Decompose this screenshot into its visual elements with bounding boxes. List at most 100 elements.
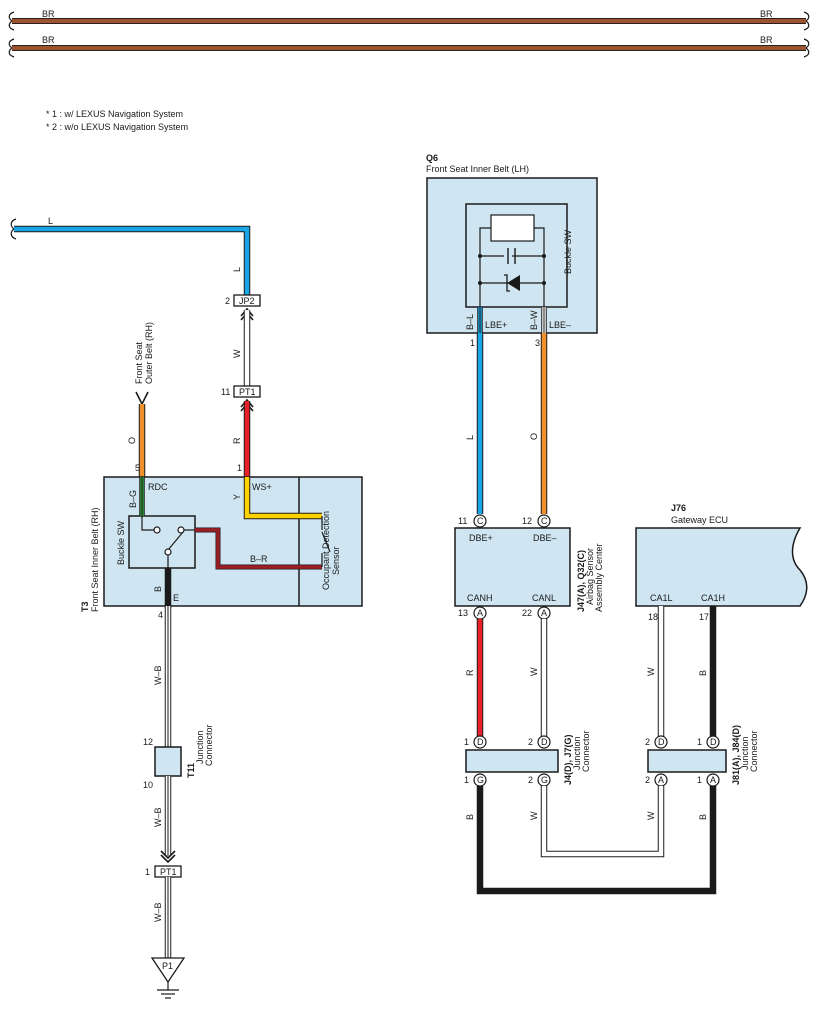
svg-text:DBE+: DBE+ — [469, 533, 493, 543]
svg-text:B–L: B–L — [465, 314, 475, 330]
connector-t11: 12 10 T11 Junction Connector — [143, 724, 214, 790]
wire-l-q6-airbag: L — [465, 333, 484, 514]
svg-text:CANL: CANL — [532, 593, 556, 603]
outer-belt-label: Front Seat — [134, 341, 144, 384]
connector-jp2: JP2 2 — [225, 294, 261, 321]
svg-text:R: R — [465, 669, 475, 676]
svg-text:1: 1 — [470, 338, 475, 348]
svg-text:W: W — [529, 667, 539, 676]
wire-w-loop: W W — [529, 786, 665, 858]
svg-text:Y: Y — [232, 494, 242, 500]
svg-text:J76: J76 — [671, 503, 686, 513]
svg-text:D: D — [658, 737, 665, 747]
svg-text:3: 3 — [535, 338, 540, 348]
connector-pt1-top: PT1 11 — [221, 385, 261, 412]
wire-wb-1: W–B — [153, 606, 172, 747]
svg-text:Gateway ECU: Gateway ECU — [671, 515, 728, 525]
svg-text:J4(D), J7(G): J4(D), J7(G) — [563, 734, 573, 785]
wire-color-label: BR — [42, 35, 55, 45]
svg-text:Assembly Center: Assembly Center — [594, 543, 604, 612]
wire-wb-2: W–B — [153, 776, 176, 864]
svg-text:1: 1 — [464, 737, 469, 747]
svg-text:W: W — [646, 811, 656, 820]
wire-r-canh: R — [465, 619, 484, 736]
svg-text:1: 1 — [464, 775, 469, 785]
svg-text:12: 12 — [522, 516, 532, 526]
connector-pt1-bottom: PT1 1 — [145, 865, 182, 878]
svg-text:B: B — [153, 586, 163, 592]
svg-text:W: W — [529, 811, 539, 820]
component-q6: Q6 Front Seat Inner Belt (LH) Buckle SW … — [426, 153, 598, 348]
svg-text:P1: P1 — [162, 961, 173, 971]
occ-label: Sensor — [331, 546, 341, 575]
svg-text:RDC: RDC — [148, 482, 168, 492]
svg-text:B: B — [698, 670, 708, 676]
svg-text:2: 2 — [528, 737, 533, 747]
svg-text:W–B: W–B — [153, 665, 163, 685]
svg-text:2: 2 — [225, 296, 230, 306]
svg-text:2: 2 — [645, 775, 650, 785]
wire-color-label: W — [232, 349, 242, 358]
connector-j81-j84: D D 2 1 A A 2 1 J81(A), J84(D) Junction … — [645, 725, 759, 787]
svg-text:11: 11 — [221, 387, 230, 397]
svg-text:C: C — [541, 516, 548, 526]
svg-text:D: D — [710, 737, 717, 747]
connector-j4-j7: D D 1 2 G G 1 2 J4(D), J7(G) Junction Co… — [464, 730, 591, 787]
wire-l-to-jp2: L L — [10, 216, 251, 296]
svg-text:Connector: Connector — [204, 724, 214, 766]
svg-text:J47(A), Q32(C): J47(A), Q32(C) — [576, 550, 586, 612]
note-2: * 2 : w/o LEXUS Navigation System — [46, 122, 188, 132]
wire-w-jp2-pt1: W — [232, 310, 251, 386]
svg-text:2: 2 — [645, 737, 650, 747]
svg-text:4: 4 — [158, 610, 163, 620]
svg-text:A: A — [710, 775, 716, 785]
svg-text:1: 1 — [697, 775, 702, 785]
svg-text:1: 1 — [697, 737, 702, 747]
wire-color-label: BR — [42, 9, 55, 19]
svg-text:C: C — [477, 516, 484, 526]
br-wire-2: BR BR — [8, 35, 810, 58]
component-gateway-ecu: J76 Gateway ECU CA1L CA1H 18 17 — [635, 503, 808, 622]
br-wire-1: BR BR — [8, 9, 810, 31]
svg-text:CA1H: CA1H — [701, 593, 725, 603]
t3-code: T3 — [80, 601, 90, 612]
wire-br-internal: B–R — [195, 527, 322, 570]
svg-text:1: 1 — [145, 867, 150, 877]
wire-color-label: L — [48, 216, 53, 226]
svg-text:D: D — [477, 737, 484, 747]
svg-text:B–R: B–R — [250, 554, 268, 564]
wire-color-label: O — [127, 437, 137, 444]
svg-text:B–G: B–G — [128, 490, 138, 508]
svg-text:Front Seat Inner Belt (LH): Front Seat Inner Belt (LH) — [426, 164, 529, 174]
svg-text:Airbag Sensor: Airbag Sensor — [585, 548, 595, 605]
svg-text:13: 13 — [458, 608, 468, 618]
svg-text:A: A — [541, 608, 547, 618]
svg-text:2: 2 — [528, 775, 533, 785]
svg-text:CA1L: CA1L — [650, 593, 673, 603]
svg-text:B: B — [465, 814, 475, 820]
svg-text:E: E — [173, 593, 179, 603]
svg-text:LBE–: LBE– — [549, 320, 571, 330]
wire-b-t3: B — [153, 568, 172, 608]
wire-o-outer-belt: O — [127, 391, 149, 477]
occ-label: Occupant Detection — [321, 511, 331, 590]
outer-belt-label: Outer Belt (RH) — [144, 322, 154, 384]
wire-wb-3: W–B — [153, 877, 172, 960]
svg-text:18: 18 — [648, 612, 658, 622]
svg-text:1: 1 — [237, 463, 242, 473]
svg-text:5: 5 — [135, 463, 140, 473]
wire-o-q6-airbag: O — [529, 333, 548, 514]
wire-w-gateway: W — [646, 606, 665, 736]
wire-color-label: BR — [760, 9, 773, 19]
svg-text:T11: T11 — [186, 763, 196, 778]
svg-text:W–B: W–B — [153, 902, 163, 922]
svg-text:L: L — [465, 435, 475, 440]
svg-text:B: B — [698, 814, 708, 820]
svg-text:CANH: CANH — [467, 593, 493, 603]
svg-text:10: 10 — [143, 780, 153, 790]
wire-b-gateway: B — [698, 606, 717, 736]
svg-text:PT1: PT1 — [160, 867, 177, 877]
svg-text:22: 22 — [522, 608, 532, 618]
svg-text:WS+: WS+ — [252, 482, 272, 492]
